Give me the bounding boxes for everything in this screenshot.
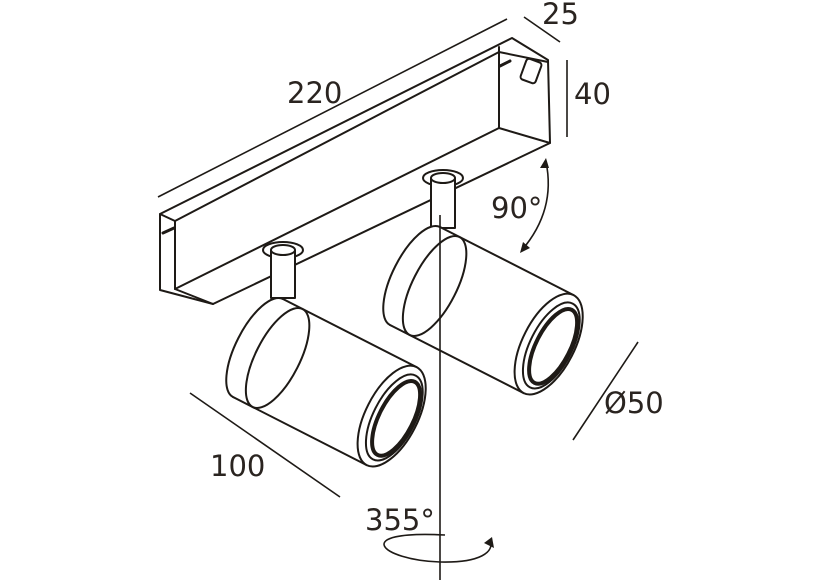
tilt-angle-label: 90° bbox=[491, 191, 542, 225]
height-label: 40 bbox=[574, 77, 611, 111]
spotlight-right bbox=[382, 224, 584, 396]
track-rail bbox=[159, 37, 551, 305]
spotlight-left bbox=[225, 296, 427, 468]
connector-slot-icon bbox=[519, 57, 543, 85]
rotation-angle-label: 355° bbox=[365, 503, 435, 537]
width-label: 25 bbox=[542, 0, 579, 31]
length-label: 220 bbox=[287, 76, 342, 110]
spot-length-label: 100 bbox=[210, 449, 265, 483]
spot-stem-right bbox=[422, 169, 464, 229]
diameter-label: Ø50 bbox=[604, 386, 664, 420]
dimension-lines bbox=[157, 16, 639, 580]
spot-stem-left bbox=[262, 241, 304, 299]
arrow-icon bbox=[520, 242, 530, 253]
arrow-icon bbox=[540, 158, 549, 168]
rotation-arrow-icon bbox=[484, 537, 494, 548]
